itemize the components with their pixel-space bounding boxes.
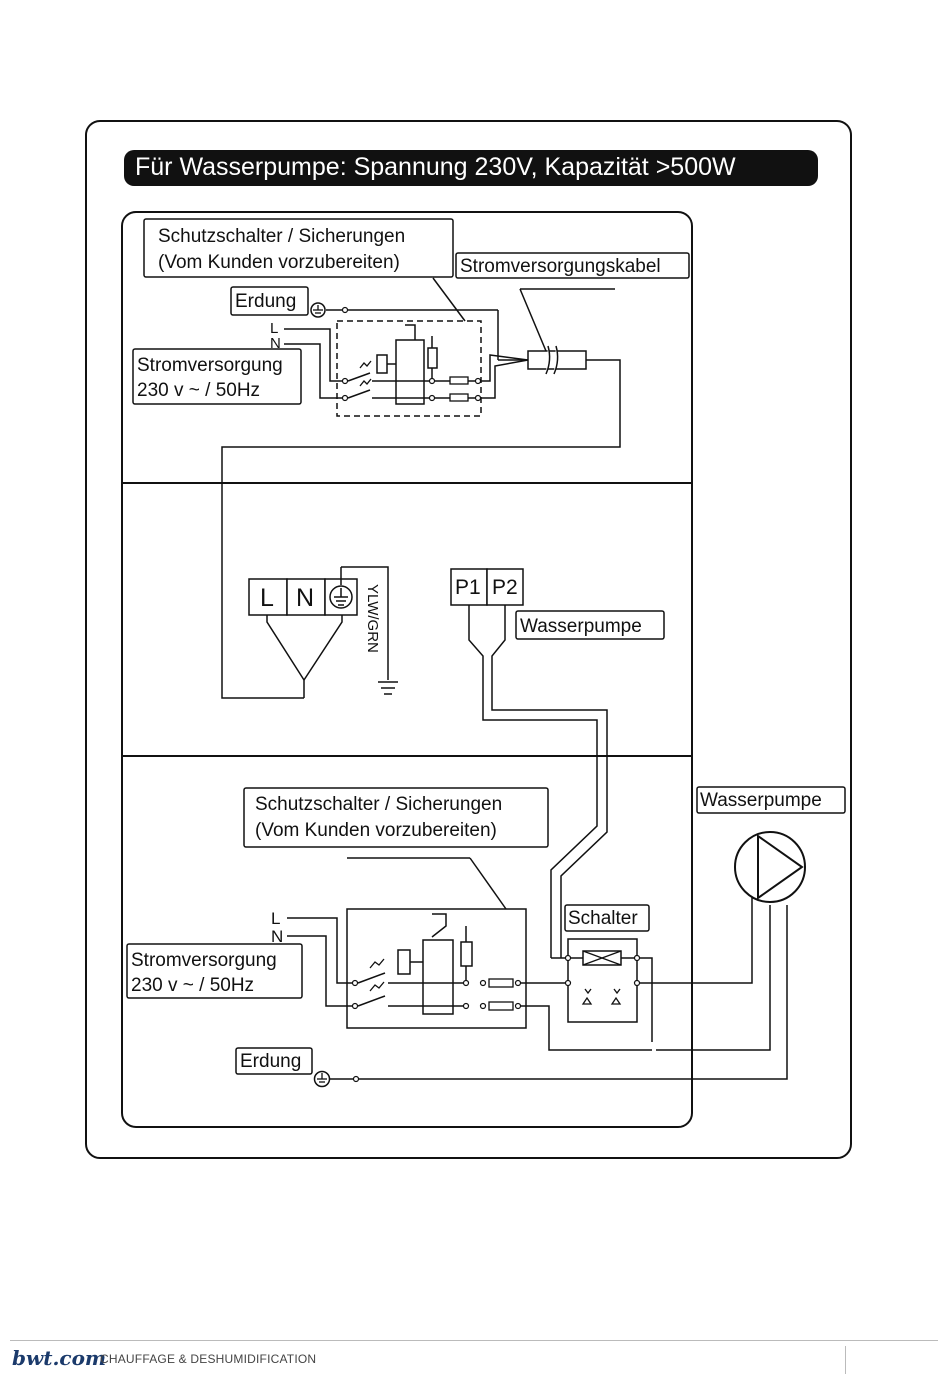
top-supply-line2: 230 v ~ / 50Hz xyxy=(137,380,260,401)
inner-frame xyxy=(121,211,693,1128)
bottom-n-label: N xyxy=(271,927,283,946)
terminal-l xyxy=(248,578,288,616)
top-breaker-label-line1: Schutzschalter / Sicherungen xyxy=(158,226,405,247)
bottom-earth-label-box xyxy=(235,1047,313,1075)
terminal-p2 xyxy=(486,568,524,606)
top-supply-label-box xyxy=(132,348,302,405)
bottom-breaker-label-box xyxy=(243,787,549,848)
middle-pump-label: Wasserpumpe xyxy=(520,616,642,637)
bottom-supply-label-box xyxy=(126,943,303,999)
earth-wire xyxy=(357,566,389,680)
top-section: Schutzschalter / Sicherungen (Vom Kunden… xyxy=(132,218,690,699)
bottom-n-wire xyxy=(287,935,355,1007)
footer-brand[interactable]: bwt.com xyxy=(12,1346,107,1370)
pump-icon xyxy=(734,831,806,903)
bottom-l-wire xyxy=(287,917,355,984)
earth-symbol xyxy=(378,681,398,695)
bottom-l-label: L xyxy=(271,909,280,928)
earth-wire-label: YLW/GRN xyxy=(364,584,381,653)
terminal-p1 xyxy=(450,568,488,606)
title-banner xyxy=(124,150,818,186)
bottom-earth-label: Erdung xyxy=(240,1051,301,1072)
bottom-breaker-leader xyxy=(469,857,507,910)
bottom-supply-line1: Stromversorgung xyxy=(131,950,277,971)
top-breaker-label-box xyxy=(143,218,454,278)
terminal-n xyxy=(286,578,326,616)
bottom-supply-line2: 230 v ~ / 50Hz xyxy=(131,975,254,996)
switch-label: Schalter xyxy=(568,908,638,929)
top-breaker-box xyxy=(336,320,482,417)
top-l-label: L xyxy=(270,320,278,337)
top-earth-icon xyxy=(310,302,326,318)
top-earth-label-box xyxy=(230,286,309,316)
outer-frame xyxy=(85,120,852,1159)
bottom-earth-wire xyxy=(330,905,788,1080)
top-earth-label: Erdung xyxy=(235,291,296,312)
cable-label: Stromversorgungskabel xyxy=(460,256,661,277)
cable-label-box xyxy=(455,252,690,279)
terminal-p2-label: P2 xyxy=(492,576,518,599)
terminal-n-label: N xyxy=(296,584,314,612)
middle-section: L N YLW/GRN P1 P2 Wasserpumpe xyxy=(248,566,665,958)
top-breaker-label-line2: (Vom Kunden vorzubereiten) xyxy=(158,252,400,273)
footer-separator xyxy=(845,1346,846,1374)
title: Für Wasserpumpe: Spannung 230V, Kapazitä… xyxy=(135,153,736,181)
footer-tagline: CHAUFFAGE & DESHUMIDIFICATION xyxy=(100,1352,317,1366)
bottom-earth-icon xyxy=(313,1070,331,1088)
bottom-pump-label-box xyxy=(696,786,846,814)
footer-divider xyxy=(10,1340,938,1341)
bottom-pump-label: Wasserpumpe xyxy=(700,790,822,811)
bottom-section: Schutzschalter / Sicherungen (Vom Kunden… xyxy=(126,786,846,1088)
top-l-wire xyxy=(284,328,345,382)
bottom-breaker-box xyxy=(346,908,527,1029)
cable-leader xyxy=(519,288,547,352)
top-breaker-leader xyxy=(432,277,466,322)
supply-cable-run xyxy=(221,359,621,699)
bottom-breaker-label-line1: Schutzschalter / Sicherungen xyxy=(255,794,502,815)
top-n-wire xyxy=(284,343,345,399)
terminal-l-label: L xyxy=(260,584,274,612)
bottom-breaker-label-line2: (Vom Kunden vorzubereiten) xyxy=(255,820,497,841)
terminal-earth-icon xyxy=(329,585,353,609)
top-supply-line1: Stromversorgung xyxy=(137,355,283,376)
middle-pump-label-box xyxy=(515,610,665,640)
terminal-p1-label: P1 xyxy=(455,576,481,599)
top-n-label: N xyxy=(270,335,281,352)
switch-label-box xyxy=(564,904,650,932)
